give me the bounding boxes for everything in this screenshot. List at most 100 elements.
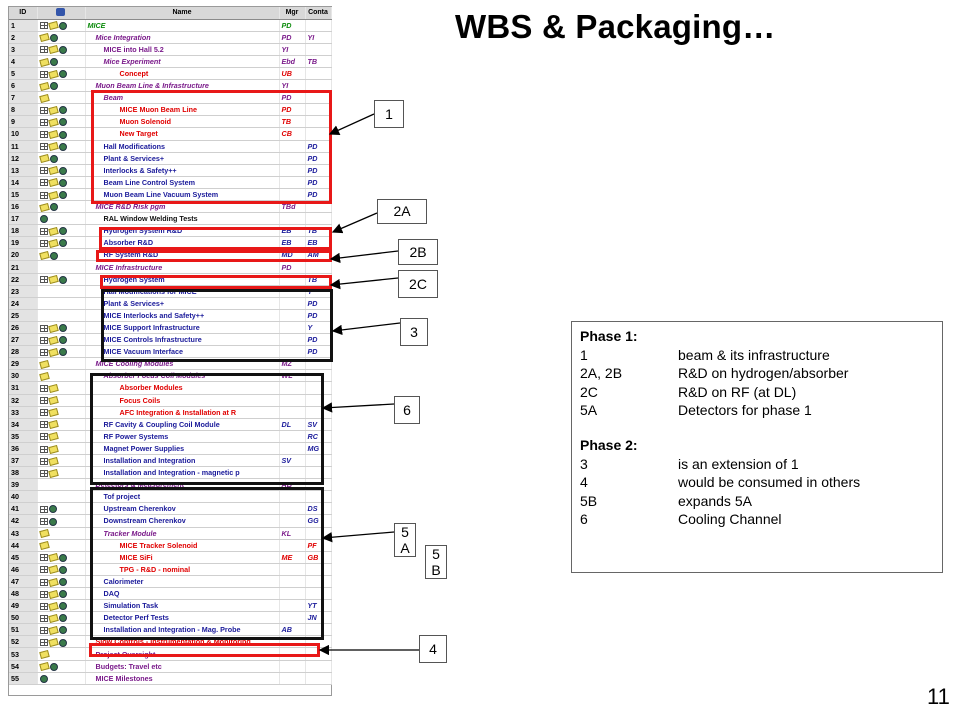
note-icon[interactable]	[47, 190, 59, 200]
task-name[interactable]: MICE Infrastructure	[85, 260, 280, 274]
globe-icon[interactable]	[58, 626, 67, 635]
globe-icon[interactable]	[49, 203, 58, 212]
grid-view-icon[interactable]	[39, 70, 48, 78]
globe-icon[interactable]	[58, 166, 67, 175]
note-icon[interactable]	[38, 33, 50, 43]
task-name[interactable]: MICE Vacuum Interface	[85, 345, 280, 359]
globe-icon[interactable]	[49, 33, 58, 42]
task-name[interactable]: Installation and Integration	[85, 454, 280, 468]
note-icon[interactable]	[47, 432, 59, 442]
task-name[interactable]: DAQ	[85, 587, 280, 601]
note-icon[interactable]	[38, 81, 50, 91]
globe-icon[interactable]	[58, 324, 67, 333]
globe-icon[interactable]	[48, 505, 57, 514]
task-name[interactable]: Beam Line Control System	[85, 176, 280, 189]
globe-icon[interactable]	[58, 45, 67, 54]
column-header-name[interactable]: Name	[85, 7, 280, 20]
globe-icon[interactable]	[49, 251, 58, 260]
grid-view-icon[interactable]	[39, 324, 48, 332]
globe-icon[interactable]	[58, 191, 67, 200]
globe-icon[interactable]	[58, 239, 67, 248]
task-name[interactable]: Upstream Cherenkov	[85, 502, 280, 516]
globe-icon[interactable]	[58, 275, 67, 284]
globe-icon[interactable]	[58, 227, 67, 236]
task-name[interactable]: Muon Beam Line Vacuum System	[85, 188, 280, 202]
note-icon[interactable]	[38, 93, 50, 103]
task-name[interactable]: Tof project	[85, 490, 280, 504]
note-icon[interactable]	[38, 154, 50, 164]
note-icon[interactable]	[38, 529, 50, 539]
task-name[interactable]: AFC Integration & Installation at R	[85, 406, 280, 419]
grid-view-icon[interactable]	[39, 131, 48, 139]
task-name[interactable]: Installation and Integration - magnetic …	[85, 466, 280, 480]
task-name[interactable]: Plant & Services+	[85, 152, 280, 165]
note-icon[interactable]	[47, 238, 59, 248]
task-name[interactable]: MICE Muon Beam Line	[85, 103, 280, 117]
note-icon[interactable]	[47, 589, 59, 599]
column-header-contact[interactable]: Conta	[305, 7, 332, 20]
grid-view-icon[interactable]	[39, 385, 48, 393]
task-name[interactable]: MICE into Hall 5.2	[85, 43, 280, 56]
globe-icon[interactable]	[58, 130, 67, 139]
task-name[interactable]: Mice Experiment	[85, 55, 280, 68]
note-icon[interactable]	[47, 577, 59, 587]
globe-icon[interactable]	[58, 590, 67, 599]
globe-icon[interactable]	[58, 614, 67, 623]
task-name[interactable]: Hall Modifications	[85, 140, 280, 153]
globe-icon[interactable]	[58, 70, 67, 79]
grid-view-icon[interactable]	[39, 554, 48, 562]
note-icon[interactable]	[47, 625, 59, 635]
note-icon[interactable]	[38, 359, 50, 369]
grid-view-icon[interactable]	[39, 336, 48, 344]
grid-view-icon[interactable]	[39, 143, 48, 151]
task-name[interactable]: MICE	[85, 19, 280, 32]
grid-view-icon[interactable]	[39, 239, 48, 247]
globe-icon[interactable]	[39, 215, 48, 224]
grid-view-icon[interactable]	[39, 518, 48, 526]
task-name[interactable]: Downstream Cherenkov	[85, 514, 280, 528]
note-icon[interactable]	[47, 335, 59, 345]
note-icon[interactable]	[38, 371, 50, 381]
task-name[interactable]: MICE Milestones	[85, 672, 280, 685]
task-name[interactable]: Muon Solenoid	[85, 115, 280, 129]
globe-icon[interactable]	[58, 21, 67, 30]
note-icon[interactable]	[47, 565, 59, 575]
task-name[interactable]: RF Power Systems	[85, 430, 280, 443]
globe-icon[interactable]	[58, 553, 67, 562]
note-icon[interactable]	[47, 637, 59, 647]
note-icon[interactable]	[47, 420, 59, 430]
task-name[interactable]: New Target	[85, 127, 280, 141]
note-icon[interactable]	[47, 456, 59, 466]
note-icon[interactable]	[47, 384, 59, 393]
task-name[interactable]: RAL Window Welding Tests	[85, 212, 280, 226]
grid-view-icon[interactable]	[39, 590, 48, 598]
note-icon[interactable]	[38, 202, 50, 212]
task-name[interactable]: Calorimeter	[85, 575, 280, 589]
grid-view-icon[interactable]	[39, 433, 48, 441]
note-icon[interactable]	[47, 396, 59, 406]
task-name[interactable]: MICE SiFi	[85, 551, 280, 564]
note-icon[interactable]	[47, 142, 59, 152]
task-name[interactable]: MICE Tracker Solenoid	[85, 539, 280, 552]
grid-view-icon[interactable]	[39, 614, 48, 622]
task-name[interactable]: Plant & Services+	[85, 297, 280, 310]
